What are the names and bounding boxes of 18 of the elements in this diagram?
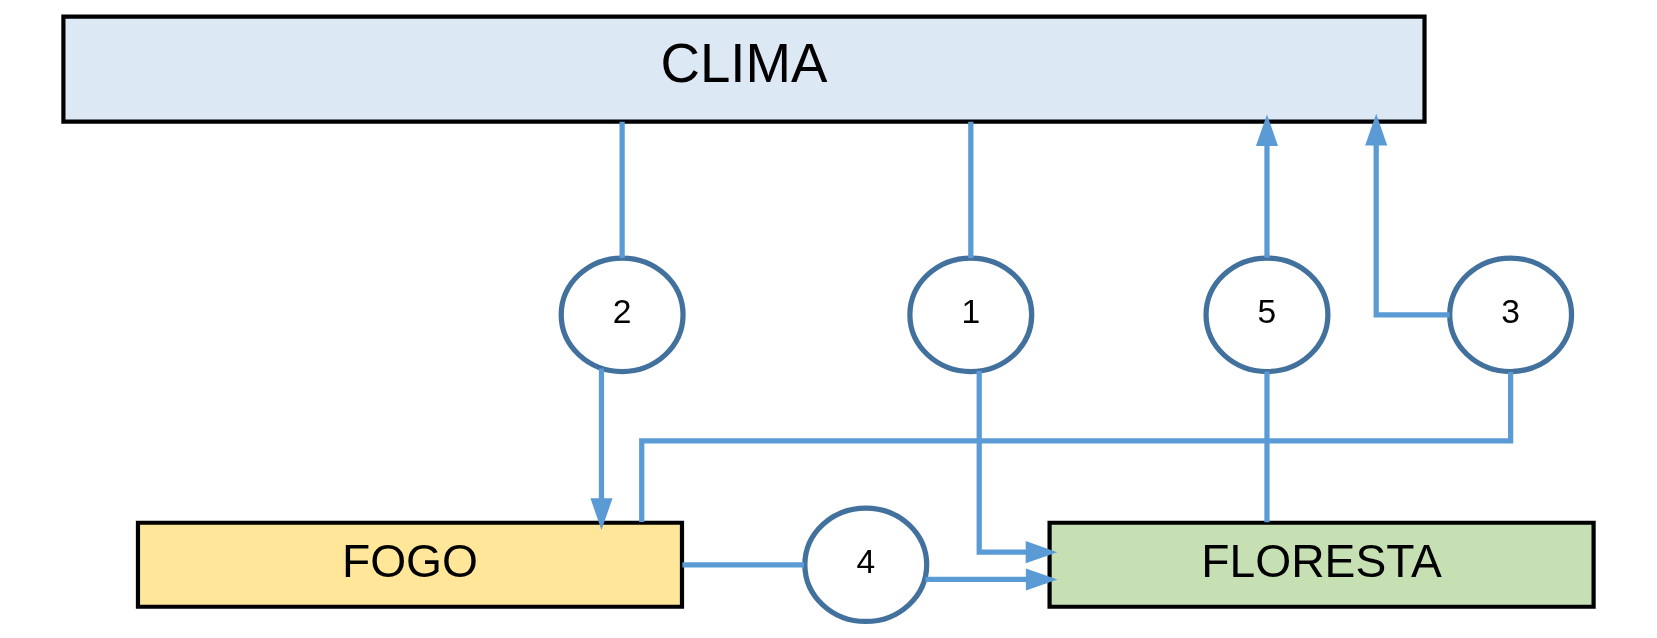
- arrow: [1365, 113, 1450, 318]
- connector: [639, 371, 1514, 523]
- arrow: [925, 568, 1058, 591]
- arrow: [590, 368, 613, 530]
- node-box: FLORESTA: [1047, 520, 1596, 609]
- connector: [682, 562, 805, 568]
- node-circle: 2: [558, 255, 686, 375]
- node-box: CLIMA: [61, 14, 1427, 124]
- node-circle: 4: [802, 505, 930, 625]
- arrow: [1255, 114, 1279, 258]
- connector: [1264, 371, 1270, 523]
- node-circle: 3: [1447, 255, 1575, 375]
- node-circle: 5: [1203, 255, 1331, 375]
- node-box: FOGO: [135, 520, 685, 609]
- node-circle: 1: [907, 255, 1035, 375]
- arrow: [976, 371, 1058, 564]
- connector: [619, 121, 625, 258]
- connector: [968, 121, 974, 258]
